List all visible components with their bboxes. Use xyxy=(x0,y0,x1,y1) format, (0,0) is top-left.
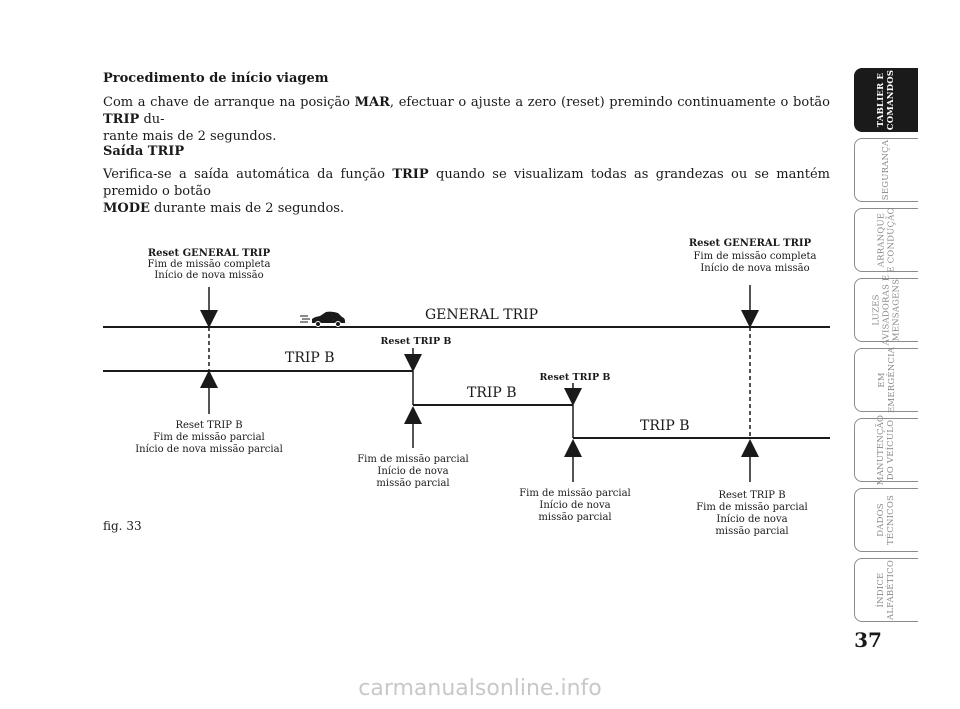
tab-label: LUZES AVISADORAS E MENSAGENS xyxy=(871,274,902,346)
tab-dados-tecnicos[interactable]: DADOS TÉCNICOS xyxy=(854,488,918,552)
svg-text:Reset GENERAL TRIP: Reset GENERAL TRIP xyxy=(689,238,812,249)
svg-text:Início de nova missão: Início de nova missão xyxy=(154,270,263,281)
svg-text:Fim de missão parcial: Fim de missão parcial xyxy=(357,454,469,465)
tab-label: ÍNDICE ALFABÉTICO xyxy=(876,559,897,621)
exit-text-key: MODE xyxy=(103,201,150,216)
up-arrow-4 xyxy=(741,439,759,482)
svg-text:Reset GENERAL TRIP: Reset GENERAL TRIP xyxy=(148,248,271,259)
top-right-caption: Reset GENERAL TRIP Fim de missão complet… xyxy=(689,238,817,274)
svg-text:Início de nova: Início de nova xyxy=(539,500,610,511)
tab-label: TABLIER E COMANDOS xyxy=(876,69,897,131)
tab-seguranca[interactable]: SEGURANÇA xyxy=(854,138,918,202)
watermark: carmanualsonline.info xyxy=(358,676,602,701)
reset-trip-b-label-2: Reset TRIP B xyxy=(540,372,611,383)
svg-text:Reset TRIP B: Reset TRIP B xyxy=(718,490,785,501)
svg-text:Fim de missão parcial: Fim de missão parcial xyxy=(519,488,631,499)
tab-em-emergencia[interactable]: EM EMERGÊNCIA xyxy=(854,347,918,413)
tab-label: SEGURANÇA xyxy=(881,139,892,201)
exit-text-part: quando se visualizam todas as grandezas … xyxy=(103,167,830,199)
bottom-caption-1: Reset TRIP B Fim de missão parcial Iníci… xyxy=(135,420,283,455)
svg-text:Fim de missão completa: Fim de missão completa xyxy=(693,251,816,262)
svg-text:Fim de missão completa: Fim de missão completa xyxy=(147,259,270,270)
bottom-caption-3: Fim de missão parcial Início de nova mis… xyxy=(519,488,631,523)
up-arrow-2 xyxy=(404,406,422,448)
down-arrow-general-left xyxy=(200,287,218,328)
svg-text:Início de nova: Início de nova xyxy=(377,466,448,477)
svg-text:Início de nova missão parcial: Início de nova missão parcial xyxy=(135,444,283,455)
svg-text:missão parcial: missão parcial xyxy=(376,478,449,489)
tab-label: DADOS TÉCNICOS xyxy=(876,494,897,546)
bottom-caption-2: Fim de missão parcial Início de nova mis… xyxy=(357,454,469,489)
procedure-text-part: , efectuar o ajuste a zero (reset) premi… xyxy=(389,95,830,110)
up-arrow-1 xyxy=(200,370,218,414)
bottom-caption-4: Reset TRIP B Fim de missão parcial Iníci… xyxy=(696,490,808,537)
svg-text:missão parcial: missão parcial xyxy=(715,526,788,537)
tab-label: MANUTENÇÃO DO VEÍCULO xyxy=(876,414,897,486)
top-left-caption: Reset GENERAL TRIP Fim de missão complet… xyxy=(147,248,270,281)
exit-text-key: TRIP xyxy=(392,167,429,182)
reset-trip-b-label-1: Reset TRIP B xyxy=(381,336,452,347)
svg-text:Início de nova missão: Início de nova missão xyxy=(700,263,809,274)
procedure-text-key: TRIP xyxy=(103,112,140,127)
procedure-text-part: du- rante mais de 2 segundos. xyxy=(103,112,277,144)
tab-manutencao-veiculo[interactable]: MANUTENÇÃO DO VEÍCULO xyxy=(854,414,918,486)
svg-text:Fim de missão parcial: Fim de missão parcial xyxy=(153,432,265,443)
tab-tablier-comandos[interactable]: TABLIER E COMANDOS xyxy=(854,68,918,132)
tab-label: ARRANQUE E CONDUÇÃO xyxy=(876,207,897,273)
tab-label: EM EMERGÊNCIA xyxy=(876,347,897,413)
figure-label: fig. 33 xyxy=(103,519,142,533)
tab-luzes-avisadoras[interactable]: LUZES AVISADORAS E MENSAGENS xyxy=(854,275,918,345)
svg-text:Reset TRIP B: Reset TRIP B xyxy=(175,420,242,431)
procedure-text: Com a chave de arranque na posição MAR, … xyxy=(103,94,830,145)
trip-b-label-2: TRIP B xyxy=(467,385,517,401)
down-arrow-general-right xyxy=(741,285,759,328)
trip-b-label-1: TRIP B xyxy=(285,350,335,366)
car-icon xyxy=(300,311,345,327)
up-arrow-3 xyxy=(564,439,582,482)
procedure-text-key: MAR xyxy=(354,95,390,110)
svg-text:Fim de missão parcial: Fim de missão parcial xyxy=(696,502,808,513)
tab-indice-alfabetico[interactable]: ÍNDICE ALFABÉTICO xyxy=(854,558,918,622)
page-number: 37 xyxy=(854,628,882,652)
general-trip-label: GENERAL TRIP xyxy=(425,307,538,323)
exit-text: Verifica-se a saída automática da função… xyxy=(103,166,830,217)
svg-text:Início de nova: Início de nova xyxy=(716,514,787,525)
exit-title: Saída TRIP xyxy=(103,144,185,159)
svg-text:missão parcial: missão parcial xyxy=(538,512,611,523)
down-arrow-trip-b-1 xyxy=(404,348,422,372)
down-arrow-trip-b-2 xyxy=(564,383,582,406)
procedure-text-part: Com a chave de arranque na posição xyxy=(103,95,355,110)
tab-arranque-conducao[interactable]: ARRANQUE E CONDUÇÃO xyxy=(854,207,918,273)
exit-text-part: Verifica-se a saída automática da função xyxy=(103,167,393,182)
trip-b-label-3: TRIP B xyxy=(640,418,690,434)
exit-text-part: durante mais de 2 segundos. xyxy=(149,201,345,216)
procedure-title: Procedimento de início viagem xyxy=(103,71,329,86)
